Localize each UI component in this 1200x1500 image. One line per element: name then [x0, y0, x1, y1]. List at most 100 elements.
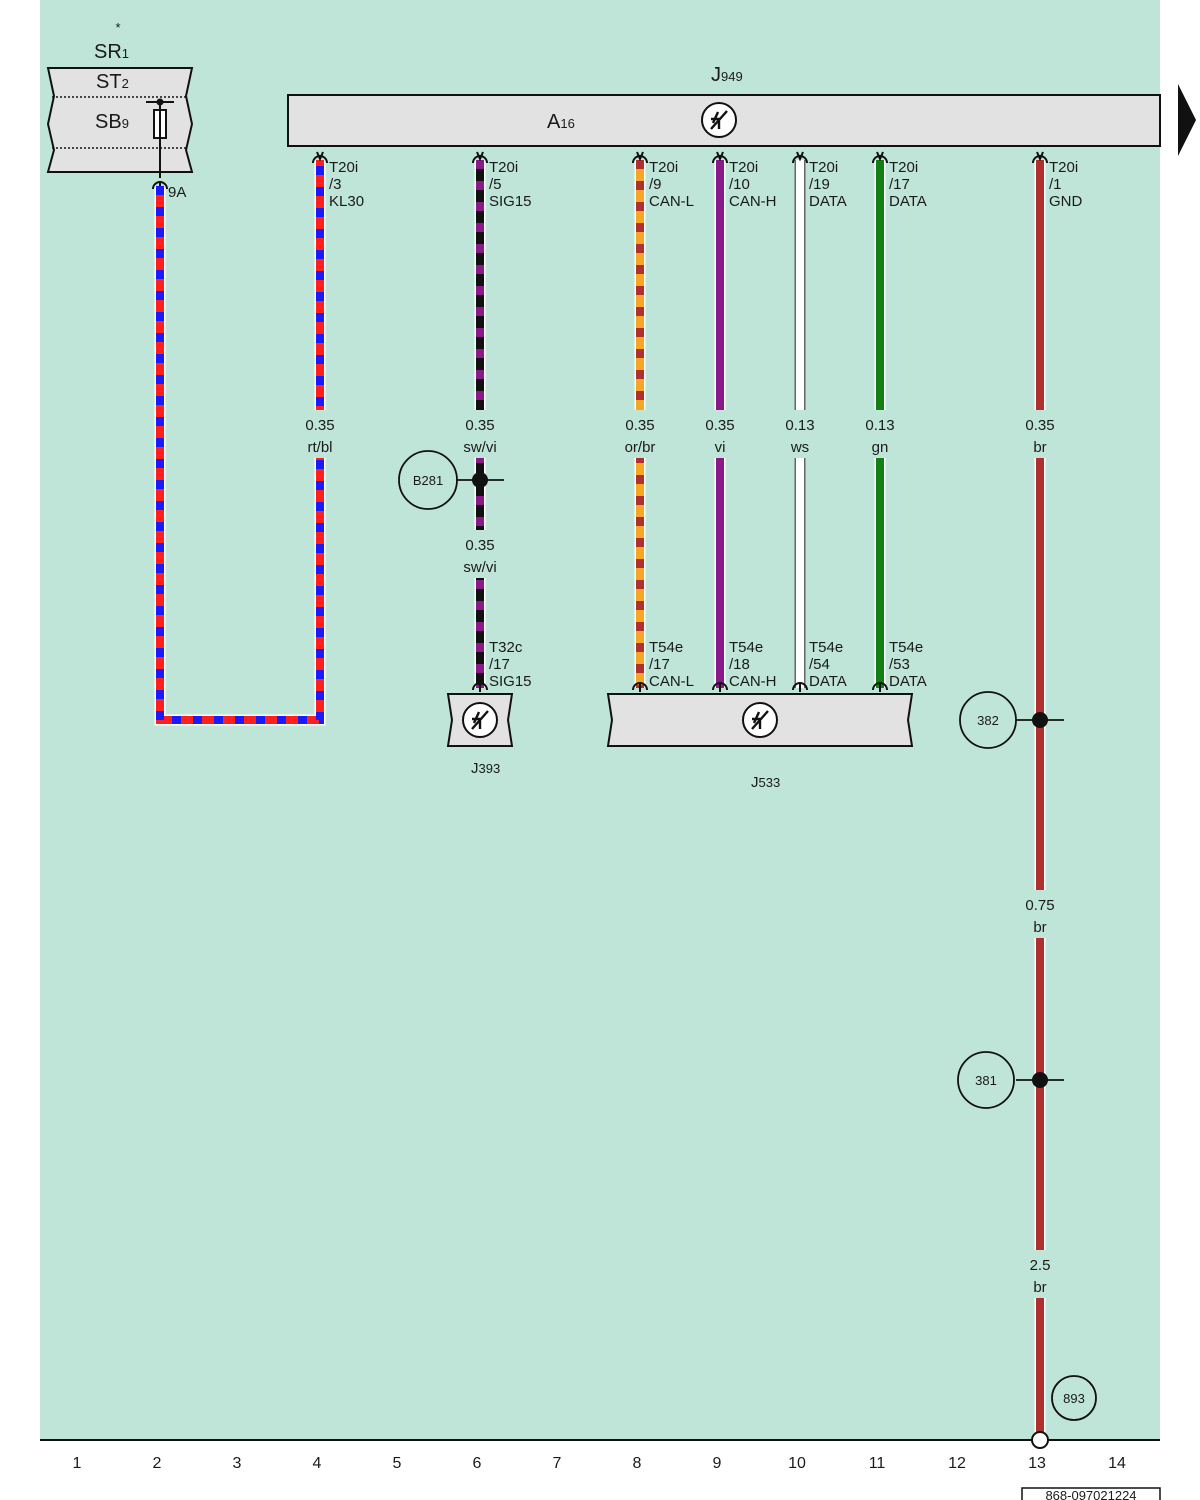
- wire-kl30-color-code: rt/bl: [307, 439, 332, 456]
- wire-sig15-color-code: sw/vi: [463, 439, 496, 456]
- grid-number: 2: [153, 1455, 162, 1472]
- wire-gnd-mid-gap: [1010, 890, 1070, 938]
- grid-number: 7: [553, 1455, 562, 1472]
- grid-number: 6: [473, 1455, 482, 1472]
- star-mark: *: [115, 20, 120, 35]
- wire-can-h-bottom-pin-pin: /18: [729, 656, 750, 673]
- wire-can-l-size: 0.35: [625, 417, 654, 434]
- wire-gnd-gap: [1010, 410, 1070, 458]
- splice-381: [1032, 1072, 1048, 1088]
- module-j393-icon: [462, 702, 498, 738]
- wire-kl30-size: 0.35: [305, 417, 334, 434]
- wire-sig15-gap: [450, 410, 510, 458]
- wire-sig15-size: 0.35: [465, 417, 494, 434]
- wire-data-gn-bottom-pin-signal: DATA: [889, 673, 927, 690]
- wire-data-ws-size: 0.13: [785, 417, 814, 434]
- wire-data-gn-top-pin-pin: /17: [889, 176, 910, 193]
- wire-can-h-size: 0.35: [705, 417, 734, 434]
- wire-gnd-lower-color-code: br: [1033, 1279, 1046, 1296]
- wire-can-h-top-pin-pin: /10: [729, 176, 750, 193]
- ref-382-circle: [959, 691, 1017, 749]
- pin-j393-connector: T32c: [489, 639, 523, 656]
- wire-sig15-lower-size: 0.35: [465, 537, 494, 554]
- wire-label-layer: T20i/3KL300.35rt/blT20i/5SIG150.35sw/vi0…: [290, 159, 1083, 1298]
- wire-data-ws-top-pin-signal: DATA: [809, 193, 847, 210]
- pin-kl30-pin: /3: [329, 176, 342, 193]
- wire-data-ws-color-code: ws: [790, 439, 809, 456]
- doc-code-box: [1021, 1487, 1161, 1500]
- pin-sig15-signal: SIG15: [489, 193, 532, 210]
- grid-number: 13: [1028, 1455, 1046, 1472]
- wire-can-l-top-pin-connector: T20i: [649, 159, 678, 176]
- ref-b281: B281: [413, 473, 443, 488]
- module-j393-name: J393: [471, 760, 500, 777]
- wire-gnd-color-code: br: [1033, 439, 1046, 456]
- pin-gnd-pin: /1: [1049, 176, 1062, 193]
- connector-a16: A16: [547, 111, 575, 133]
- pin-j393-signal: SIG15: [489, 673, 532, 690]
- wire-data-ws-bottom-pin-connector: T54e: [809, 639, 843, 656]
- wire-data-gn-bottom-pin-pin: /53: [889, 656, 910, 673]
- grid-number: 4: [313, 1455, 322, 1472]
- wire-kl30-gap: [290, 410, 350, 458]
- ref-381-circle: [957, 1051, 1015, 1109]
- grid-number: 11: [869, 1455, 886, 1472]
- module-j949-icon: [701, 102, 737, 138]
- wire-can-h-gap: [690, 410, 750, 458]
- wire-can-h-top-pin-signal: CAN-H: [729, 193, 777, 210]
- wire-can-l-gap: [610, 410, 670, 458]
- wire-can-l-bottom-pin-signal: CAN-L: [649, 673, 694, 690]
- wire-data-gn-top-pin-signal: DATA: [889, 193, 927, 210]
- fuse-icon: [146, 98, 174, 178]
- wire-can-h-color-code: vi: [715, 439, 726, 456]
- ref-893: 893: [1063, 1391, 1085, 1406]
- ref-382: 382: [977, 713, 999, 728]
- grid-number: 12: [948, 1455, 966, 1472]
- wire-can-l-top-pin-signal: CAN-L: [649, 193, 694, 210]
- wire-can-l-bottom-pin-pin: /17: [649, 656, 670, 673]
- module-j533-icon: [742, 702, 778, 738]
- grid-number: 1: [73, 1455, 82, 1472]
- doc-code: 868-097021224: [1045, 1488, 1136, 1500]
- fuse-sb-label: SB9: [95, 111, 129, 133]
- wire-data-ws-bottom-pin-signal: DATA: [809, 673, 847, 690]
- fuse-rating: 9A: [168, 184, 186, 201]
- wire-data-ws-gap: [770, 410, 830, 458]
- pin-j393-pin: /17: [489, 656, 510, 673]
- wire-can-h-bottom-pin-connector: T54e: [729, 639, 763, 656]
- wire-data-ws-top-pin-connector: T20i: [809, 159, 838, 176]
- wire-gnd-size: 0.35: [1025, 417, 1054, 434]
- wire-can-h-top-pin-connector: T20i: [729, 159, 758, 176]
- wire-sig15-lower-color-code: sw/vi: [463, 559, 496, 576]
- ref-381: 381: [975, 1073, 997, 1088]
- wire-can-l-bottom-pin-connector: T54e: [649, 639, 683, 656]
- splice-382: [1032, 712, 1048, 728]
- wire-can-l-top-pin-pin: /9: [649, 176, 662, 193]
- wire-data-ws-top-pin-pin: /19: [809, 176, 830, 193]
- pin-kl30-signal: KL30: [329, 193, 364, 210]
- pin-gnd-connector: T20i: [1049, 159, 1078, 176]
- pin-sig15-pin: /5: [489, 176, 502, 193]
- grid-number: 9: [713, 1455, 722, 1472]
- wire-data-gn-gap: [850, 410, 910, 458]
- wire-can-h-bottom-pin-signal: CAN-H: [729, 673, 777, 690]
- wire-gnd-mid-color-code: br: [1033, 919, 1046, 936]
- grid-number: 14: [1108, 1455, 1126, 1472]
- wire-data-ws-bottom-pin-pin: /54: [809, 656, 830, 673]
- grid-number: 8: [633, 1455, 642, 1472]
- pin-sig15-connector: T20i: [489, 159, 518, 176]
- pin-gnd-signal: GND: [1049, 193, 1083, 210]
- wire-data-gn-bottom-pin-connector: T54e: [889, 639, 923, 656]
- ref-b281-circle: [398, 450, 458, 510]
- wire-data-gn-color-code: gn: [872, 439, 889, 456]
- wire-data-gn-top-pin-connector: T20i: [889, 159, 918, 176]
- pin-kl30-connector: T20i: [329, 159, 358, 176]
- wire-can-l-color-code: or/br: [625, 439, 656, 456]
- wire-gnd-mid-size: 0.75: [1025, 897, 1054, 914]
- continue-arrow-icon: [1178, 84, 1196, 156]
- grid-number: 3: [233, 1455, 242, 1472]
- module-j533-name: J533: [751, 774, 780, 791]
- ground-terminal: [1031, 1431, 1049, 1449]
